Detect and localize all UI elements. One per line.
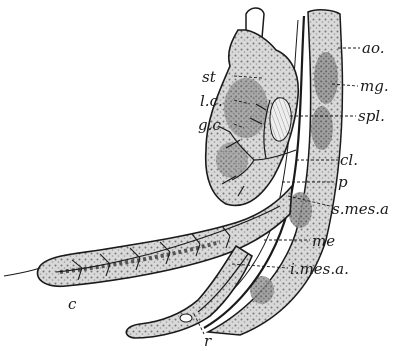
label-p: p: [338, 175, 348, 190]
mg-blotch: [314, 52, 338, 104]
spl-blotch: [311, 106, 333, 150]
label-c: c: [68, 297, 76, 312]
label-mg: mg.: [360, 79, 389, 94]
mesentery-thread: [4, 268, 40, 276]
liver-dark: [224, 78, 268, 138]
label-i-mes-a: i.mes.a.: [290, 262, 349, 277]
label-r: r: [204, 334, 211, 349]
rectum-node: [180, 314, 192, 322]
label-cl: cl.: [340, 153, 358, 168]
label-lc: l.c.: [200, 94, 223, 109]
label-gc: g.c: [198, 118, 221, 133]
low-blotch: [250, 276, 274, 304]
intestine: [38, 186, 292, 286]
label-me: me: [312, 234, 335, 249]
label-spl: spl.: [358, 109, 385, 124]
label-st: st: [202, 70, 216, 85]
label-ao: ao.: [362, 41, 384, 56]
label-s-mes-a: s.mes.a: [332, 202, 389, 217]
